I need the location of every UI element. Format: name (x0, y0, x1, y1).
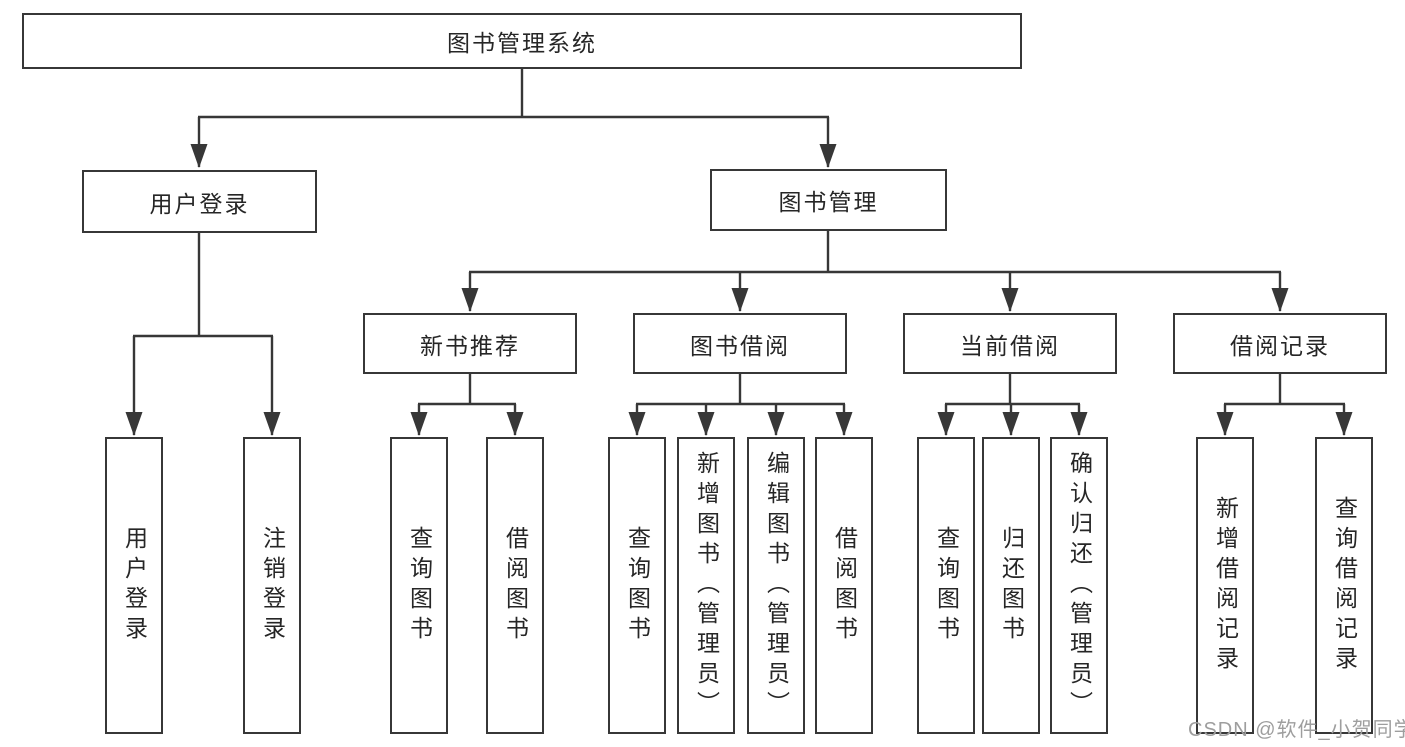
leaf-label: 新增借阅记录 (1212, 495, 1239, 676)
leaf-borrowing-edit-books-admin: 编辑图书（管理员） (747, 437, 805, 734)
node-label: 当前借阅 (960, 332, 1060, 359)
node-label: 图书管理 (778, 189, 879, 215)
csdn-watermark: CSDN @软件_小贺同学 (1188, 719, 1405, 741)
node-user-login: 用户登录 (82, 170, 317, 233)
node-book-borrowing: 图书借阅 (633, 313, 847, 374)
leaf-label: 编辑图书（管理员） (763, 450, 790, 721)
leaf-label: 查询图书 (406, 525, 433, 646)
leaf-label: 查询借阅记录 (1331, 495, 1358, 676)
leaf-label: 查询图书 (933, 525, 960, 646)
node-label: 用户登录 (149, 190, 250, 217)
node-new-book-recommend: 新书推荐 (363, 313, 577, 374)
leaf-records-add-borrow-record: 新增借阅记录 (1196, 437, 1254, 734)
leaf-logout: 注销登录 (243, 437, 301, 734)
leaf-current-return-books: 归还图书 (982, 437, 1040, 734)
leaf-label: 借阅图书 (502, 525, 529, 646)
node-current-borrowing: 当前借阅 (903, 313, 1117, 374)
leaf-newbooks-query-books: 查询图书 (390, 437, 448, 734)
leaf-label: 确认归还（管理员） (1066, 450, 1093, 721)
node-system-root: 图书管理系统 (22, 13, 1022, 69)
leaf-label: 归还图书 (998, 525, 1025, 646)
node-label: 借阅记录 (1230, 332, 1330, 359)
leaf-records-query-borrow-record: 查询借阅记录 (1315, 437, 1373, 734)
leaf-label: 用户登录 (121, 525, 148, 646)
leaf-label: 查询图书 (624, 525, 651, 646)
leaf-label: 借阅图书 (831, 525, 858, 646)
leaf-borrowing-query-books: 查询图书 (608, 437, 666, 734)
leaf-user-login: 用户登录 (105, 437, 163, 734)
leaf-current-query-books: 查询图书 (917, 437, 975, 734)
node-label: 图书借阅 (690, 332, 790, 359)
node-borrow-records: 借阅记录 (1173, 313, 1387, 374)
leaf-current-confirm-return-admin: 确认归还（管理员） (1050, 437, 1108, 734)
leaf-label: 新增图书（管理员） (693, 450, 720, 721)
node-label: 新书推荐 (420, 332, 520, 359)
leaf-newbooks-borrow-books: 借阅图书 (486, 437, 544, 734)
leaf-label: 注销登录 (259, 525, 286, 646)
node-label: 图书管理系统 (447, 30, 597, 56)
node-book-management: 图书管理 (710, 169, 947, 231)
leaf-borrowing-add-books-admin: 新增图书（管理员） (677, 437, 735, 734)
leaf-borrowing-borrow-books: 借阅图书 (815, 437, 873, 734)
